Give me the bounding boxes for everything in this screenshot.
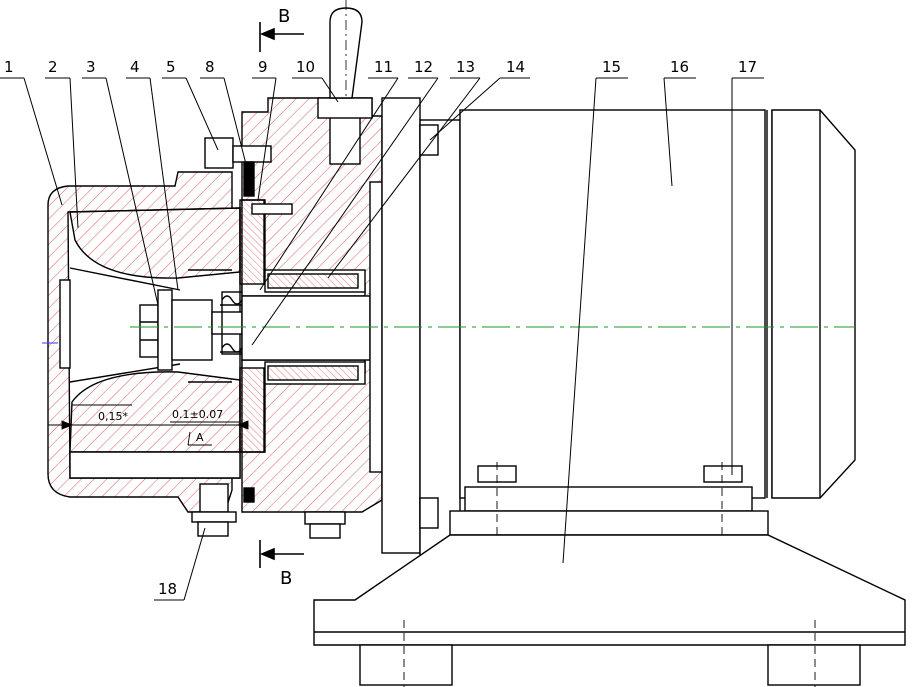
label-part-1: 1: [4, 58, 14, 76]
dimension-lines: [48, 404, 249, 446]
label-part-11: 11: [374, 58, 393, 76]
label-part-12: 12: [414, 58, 433, 76]
label-part-4: 4: [130, 58, 140, 76]
dimension-gap-left: 0,15*: [98, 410, 128, 423]
label-part-8: 8: [205, 58, 215, 76]
impeller-cone: [69, 207, 241, 479]
datum-label: A: [196, 431, 204, 444]
section-cut-marks: [259, 22, 304, 568]
shaft-nut: [139, 289, 213, 371]
pump-body: [191, 0, 383, 539]
label-part-9: 9: [258, 58, 268, 76]
label-part-18: 18: [158, 580, 177, 598]
label-part-5: 5: [166, 58, 176, 76]
label-part-17: 17: [738, 58, 757, 76]
dimension-gap-right: 0.1±0.07: [172, 408, 223, 421]
motor-flange: [369, 97, 461, 561]
label-part-10: 10: [296, 58, 315, 76]
part-number-labels: 1 2 3 4 5 8 9 10 11 12 13 14 15 16 17 18: [4, 58, 757, 598]
motor-foot: [449, 465, 769, 536]
label-part-14: 14: [506, 58, 525, 76]
motor: [459, 109, 856, 499]
label-part-2: 2: [48, 58, 58, 76]
section-label-bottom: B: [280, 568, 292, 589]
section-label-top: B: [278, 6, 290, 27]
hidden-lines: [403, 462, 816, 687]
label-part-13: 13: [456, 58, 475, 76]
base-frame: [313, 534, 906, 686]
label-part-3: 3: [86, 58, 96, 76]
label-part-15: 15: [602, 58, 621, 76]
leader-lines: [0, 77, 764, 601]
label-part-16: 16: [670, 58, 689, 76]
